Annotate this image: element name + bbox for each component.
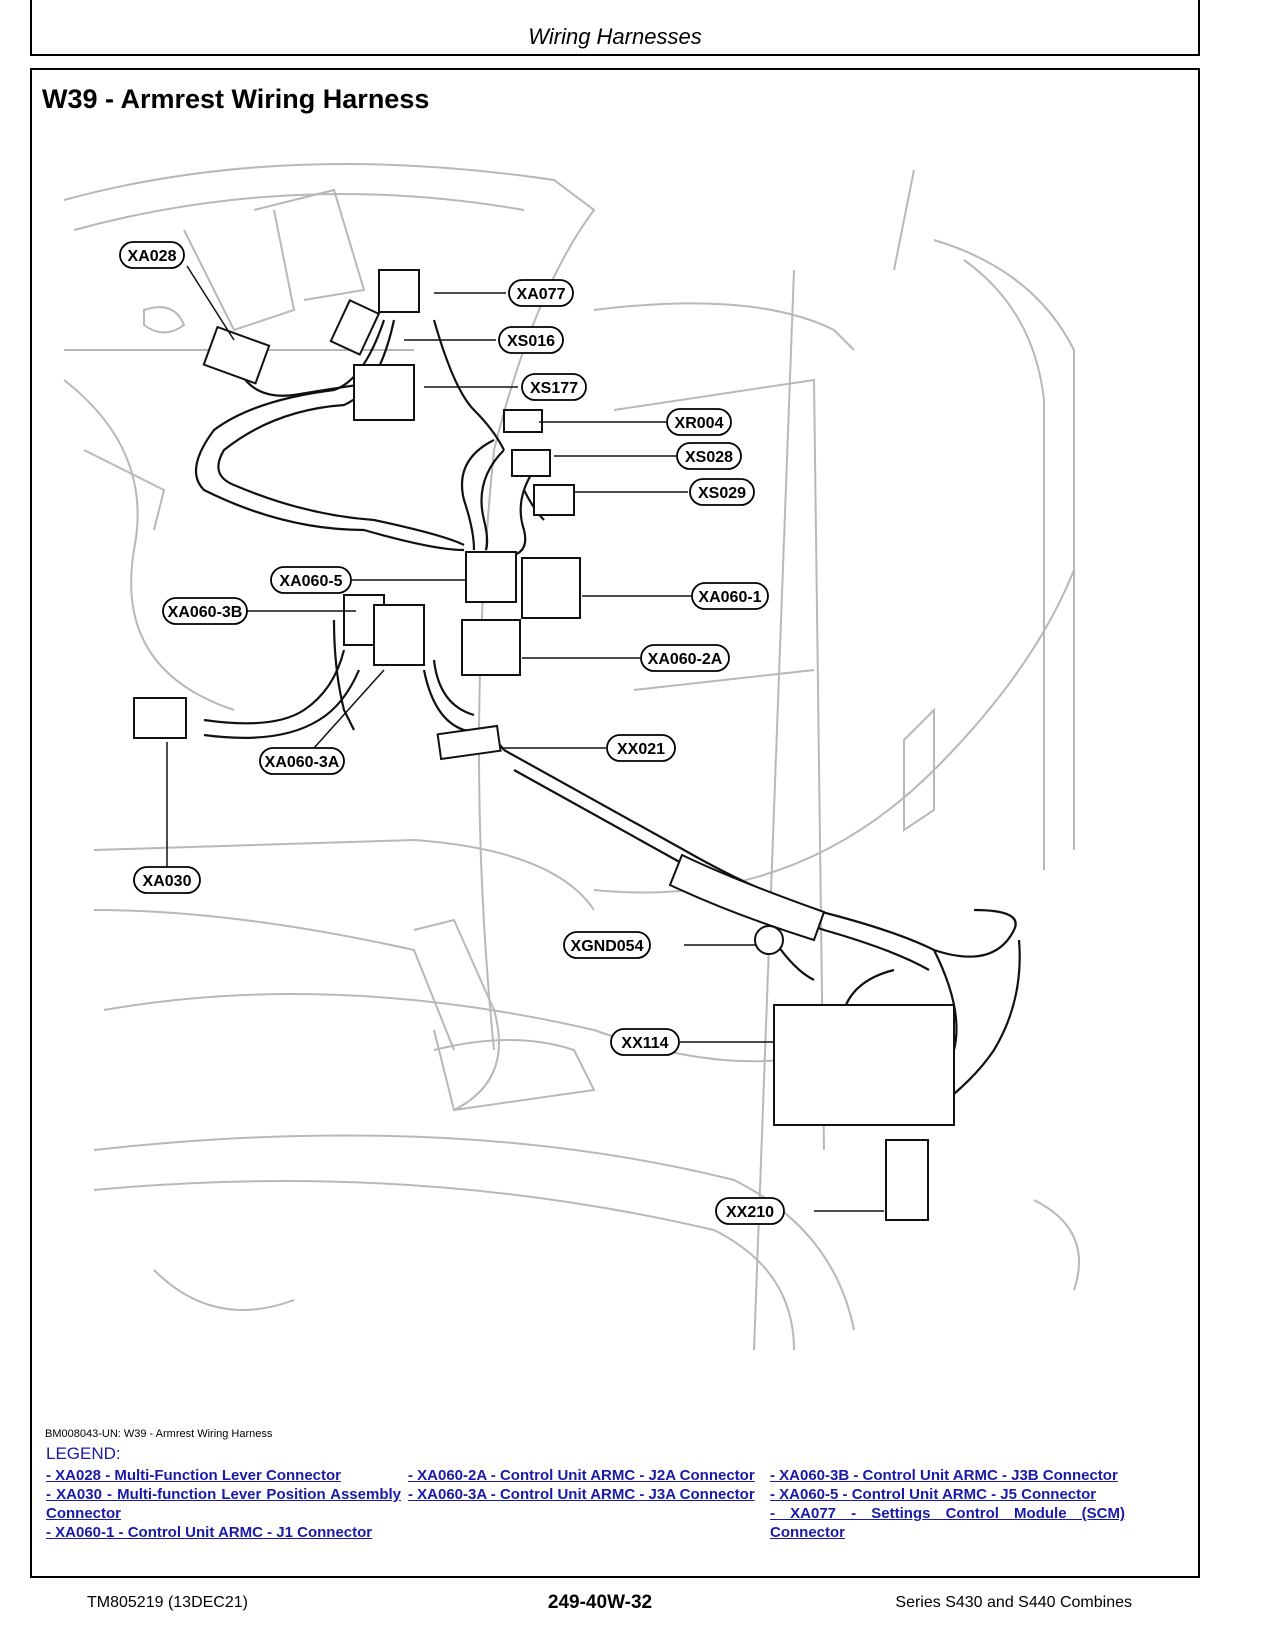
harness-cables [194,319,1021,1121]
legend-link-xa060-2a[interactable]: - XA060-2A - Control Unit ARMC - J2A Con… [408,1467,755,1484]
callout-xs028: XS028 [676,442,742,470]
svg-text:XS028: XS028 [685,449,733,466]
xx021-connector-shape [436,724,502,761]
xs028-connector-shape [511,449,551,477]
xa077-connector-shape [378,269,420,313]
callout-labels: XA028 XA077 XS016 XS177 XR004 XS028 [119,241,785,1225]
svg-text:XA060-3A: XA060-3A [265,754,340,771]
svg-text:XA030: XA030 [143,873,192,890]
legend-link-xa028[interactable]: - XA028 - Multi-Function Lever Connector [46,1467,342,1484]
xs029-connector-shape [533,484,575,516]
xa060-3a-connector-shape [373,604,425,666]
footer-doc-id: TM805219 (13DEC21) [87,1594,248,1611]
callout-xx021: XX021 [606,734,676,762]
legend-link-xa060-3b[interactable]: - XA060-3B - Control Unit ARMC - J3B Con… [770,1467,1118,1484]
xx210-connector-shape [885,1139,929,1221]
svg-text:XS029: XS029 [698,485,746,502]
xa060-1-connector-shape [521,557,581,619]
svg-text:XA060-3B: XA060-3B [168,604,243,621]
legend-title: LEGEND: [46,1444,121,1463]
svg-text:XS016: XS016 [507,333,555,350]
callout-xa060-5: XA060-5 [270,566,352,594]
legend-column-2: - XA060-2A - Control Unit ARMC - J2A Con… [408,1466,763,1504]
legend-link-xa030[interactable]: - XA030 - Multi-function Lever Position … [46,1486,401,1522]
connector-drawings [133,269,955,1221]
figure-caption: BM008043-UN: W39 - Armrest Wiring Harnes… [45,1428,273,1440]
callout-xa060-3b: XA060-3B [162,597,248,625]
svg-text:XA060-1: XA060-1 [698,589,761,606]
svg-text:XX210: XX210 [726,1204,774,1221]
legend-column-3: - XA060-3B - Control Unit ARMC - J3B Con… [770,1466,1125,1542]
legend-link-xa060-5[interactable]: - XA060-5 - Control Unit ARMC - J5 Conne… [770,1486,1097,1503]
callout-xx210: XX210 [715,1197,785,1225]
legend-link-xa077[interactable]: - XA077 - Settings Control Module (SCM) … [770,1505,1125,1541]
callout-xx114: XX114 [610,1028,680,1056]
svg-text:XA077: XA077 [517,286,566,303]
callout-xa028: XA028 [119,241,185,269]
callout-xs177: XS177 [521,373,587,401]
harness-diagram: XA028 XA077 XS016 XS177 XR004 XS028 [63,163,1080,1351]
cable-sleeve [668,853,826,942]
xr004-connector-shape [503,409,543,433]
callout-xs029: XS029 [689,478,755,506]
footer-series: Series S430 and S440 Combines [895,1594,1132,1611]
xa060-2a-connector-shape [461,619,521,676]
xa060-5-connector-shape [465,551,517,603]
harness-figure: XA028 XA077 XS016 XS177 XR004 XS028 [34,150,1184,1370]
svg-text:XX021: XX021 [617,741,665,758]
callout-xa030: XA030 [133,866,201,894]
callout-xa060-2a: XA060-2A [640,644,730,672]
callout-xa077: XA077 [508,279,574,307]
xa028-connector-shape [202,325,271,385]
callout-xr004: XR004 [666,408,732,436]
svg-text:XGND054: XGND054 [571,938,644,955]
legend-link-xa060-1[interactable]: - XA060-1 - Control Unit ARMC - J1 Conne… [46,1524,373,1541]
svg-text:XR004: XR004 [675,415,724,432]
callout-xgnd054: XGND054 [563,931,651,959]
svg-text:XA060-5: XA060-5 [279,573,342,590]
callout-leader-lines [166,265,884,1212]
callout-xa060-1: XA060-1 [691,582,769,610]
svg-text:XX114: XX114 [621,1035,668,1052]
xs177-connector-shape [353,364,415,421]
xx114-connector-shape [773,1004,955,1126]
svg-text:XA060-2A: XA060-2A [648,651,723,668]
legend: - XA028 - Multi-Function Lever Connector… [46,1466,1186,1566]
legend-link-xa060-3a[interactable]: - XA060-3A - Control Unit ARMC - J3A Con… [408,1486,755,1503]
legend-column-1: - XA028 - Multi-Function Lever Connector… [46,1466,401,1542]
xgnd054-ring-terminal-shape [754,925,784,955]
content-frame [30,68,1200,1578]
callout-xa060-3a: XA060-3A [259,747,345,775]
header-title: Wiring Harnesses [528,24,702,49]
svg-text:XS177: XS177 [530,380,578,397]
callout-xs016: XS016 [498,326,564,354]
footer-page-number: 249-40W-32 [547,1592,653,1613]
page-header: Wiring Harnesses [30,0,1200,56]
section-title: W39 - Armrest Wiring Harness [42,84,430,114]
xa030-connector-shape [133,697,187,739]
svg-text:XA028: XA028 [128,248,177,265]
xs016-connector-shape [329,298,381,356]
